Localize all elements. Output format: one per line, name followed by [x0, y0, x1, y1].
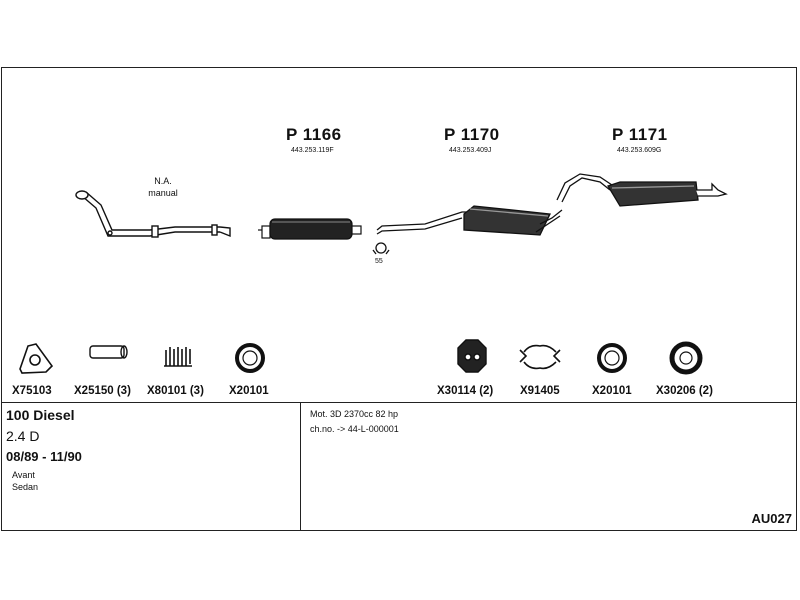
front-pipe-note-line1: N.A.	[154, 176, 172, 186]
accessory-label: X20101	[229, 385, 269, 397]
body-type: Sedan	[12, 482, 39, 492]
accessory-label: X91405	[520, 385, 560, 397]
accessory-label: X25150 (3)	[74, 385, 131, 397]
center-muffler	[258, 218, 362, 240]
front-pipe-note-line2: manual	[148, 188, 178, 198]
vehicle-model: 100 Diesel	[6, 407, 75, 423]
part-code-p1166: P 1166	[286, 125, 342, 144]
accessory-label: X75103	[12, 385, 52, 397]
chassis-spec: ch.no. -> 44-L-000001	[310, 424, 399, 434]
intermediate-muffler	[376, 205, 563, 236]
engine-spec: Mot. 3D 2370cc 82 hp	[310, 409, 399, 419]
ring-gasket-icon-2	[597, 343, 627, 373]
accessory-label: X20101	[592, 385, 632, 397]
vehicle-period: 08/89 - 11/90	[6, 449, 82, 464]
accessory-label: X30206 (2)	[656, 385, 713, 397]
rubber-mount-icon	[457, 339, 487, 373]
spring-icon	[164, 347, 192, 367]
part-code-p1170: P 1170	[444, 125, 500, 144]
body-type: Avant	[12, 470, 35, 480]
clamp-note: 55	[375, 258, 383, 265]
sleeve-icon	[89, 345, 128, 359]
vehicle-engine: 2.4 D	[6, 428, 40, 444]
reference-code: AU027	[751, 511, 792, 526]
rear-muffler	[556, 173, 728, 207]
accessory-label: X30114 (2)	[437, 385, 494, 397]
part-oem-p1170: 443.253.409J	[449, 147, 492, 154]
rubber-ring-icon	[669, 341, 703, 375]
part-code-p1171: P 1171	[612, 125, 668, 144]
ring-gasket-icon	[235, 343, 265, 373]
part-oem-p1166: 443.253.119F	[291, 147, 334, 154]
info-column-divider	[300, 402, 301, 531]
info-divider	[1, 402, 797, 403]
front-pipe	[75, 190, 231, 238]
clamp-icon	[519, 344, 561, 370]
part-oem-p1171: 443.253.609G	[617, 147, 662, 154]
front-pipe-note: N.A. manual	[138, 175, 188, 199]
clamp-55	[372, 242, 390, 255]
flange-gasket-icon	[19, 343, 54, 374]
accessory-label: X80101 (3)	[147, 385, 204, 397]
diagram-frame	[1, 67, 797, 531]
